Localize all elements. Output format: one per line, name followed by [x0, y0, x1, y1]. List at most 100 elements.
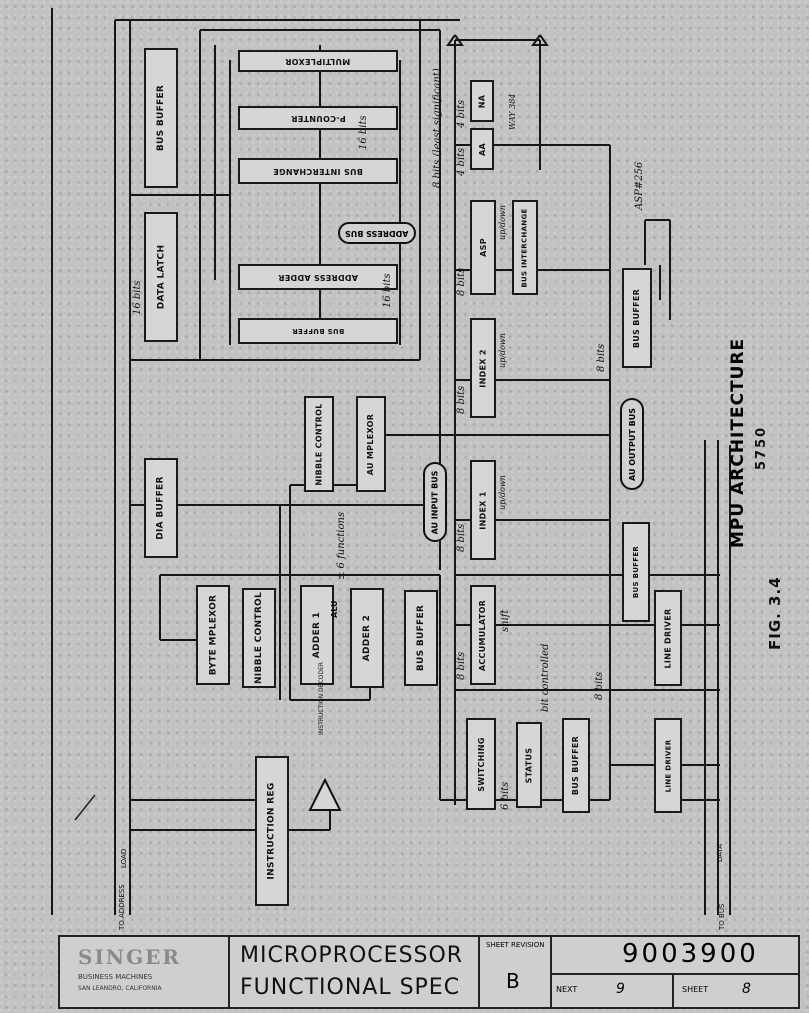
na-block: NA	[470, 80, 494, 122]
bus-buffer-top-block: BUS BUFFER	[144, 48, 178, 188]
byte-multiplexor-label: BYTE MPLEXOR	[208, 594, 219, 676]
annotation-4-bits-a: 4 bits	[456, 99, 467, 128]
au-input-bus-label: AU INPUT BUS	[430, 470, 440, 534]
annotation-bit-controlled: bit controlled	[540, 643, 551, 712]
p-counter-label: P-COUNTER	[290, 113, 346, 123]
line-driver-label: LINE DRIVER	[663, 608, 673, 668]
switching-label: SWITCHING	[476, 736, 486, 792]
company-name: SINGER	[78, 945, 182, 969]
annotation-up-down-b: up/down	[498, 333, 507, 368]
annotation-load: LOAD	[120, 848, 128, 868]
bus-interchange-top-block: BUS INTERCHANGE	[238, 158, 398, 184]
doc-title-line2: FUNCTIONAL SPEC	[240, 975, 461, 1000]
dia-buffer-block: DIA BUFFER	[144, 458, 178, 558]
annotation-8-bits-e: 8 bits	[594, 671, 605, 700]
asp-label: ASP	[478, 238, 488, 257]
company-cell: SINGER BUSINESS MACHINES SAN LEANDRO, CA…	[60, 937, 230, 1007]
annotation-to-address: TO ADDRESS	[118, 884, 126, 930]
annotation-way-384: WAY 384	[508, 93, 517, 130]
switching-block: SWITCHING	[466, 718, 496, 810]
annotation-least-significant: 8 bits (least significant)	[432, 68, 443, 188]
dia-buffer-label: DIA BUFFER	[156, 476, 166, 540]
bus-buffer-right2-label: BUS BUFFER	[632, 545, 641, 599]
index-2-block: INDEX 2	[470, 318, 496, 418]
accumulator-block: ACCUMULATOR	[470, 585, 496, 685]
annotation-data: DATA	[716, 843, 724, 862]
title-block: SINGER BUSINESS MACHINES SAN LEANDRO, CA…	[58, 935, 800, 1009]
annotation-16-bits-c: 16 bits	[382, 273, 393, 308]
revision-cell: SHEET REVISION B	[480, 937, 552, 1007]
company-location: SAN LEANDRO, CALIFORNIA	[78, 985, 162, 992]
line-driver-2-label: LINE DRIVER	[664, 739, 672, 792]
revision-label: SHEET REVISION	[486, 941, 545, 949]
annotation-6-bits: 6 bits	[500, 781, 511, 810]
nibble-control-left-block: NIBBLE CONTROL	[242, 588, 276, 688]
adder-1-block: ADDER 1	[300, 585, 334, 685]
bus-interchange-label: BUS INTERCHANGE	[521, 207, 529, 288]
address-bus-oval: ADDRESS BUS	[338, 222, 416, 244]
au-mplexor-block: AU MPLEXOR	[356, 396, 386, 492]
doc-title-line1: MICROPROCESSOR	[240, 943, 464, 968]
annotation-8-bits-a: 8 bits	[456, 267, 467, 296]
line-driver-2-block: LINE DRIVER	[654, 718, 682, 813]
adder-1-label: ADDER 1	[312, 611, 323, 659]
data-latch-label: DATA LATCH	[156, 244, 166, 310]
index-1-label: INDEX 1	[478, 490, 488, 530]
bus-buffer-right2-block: BUS BUFFER	[622, 522, 650, 622]
index-2-label: INDEX 2	[478, 348, 488, 388]
bus-buffer-upper-label: BUS BUFFER	[291, 327, 345, 335]
line-driver-block: LINE DRIVER	[654, 590, 682, 686]
bus-buffer-right-label: BUS BUFFER	[632, 288, 642, 348]
status-label: STATUS	[524, 747, 534, 783]
next-cell: NEXT 9	[552, 973, 674, 1007]
adder-2-label: ADDER 2	[362, 614, 373, 662]
figure-number: FIG. 3.4	[766, 576, 784, 650]
asp-block: ASP	[470, 200, 496, 295]
bus-buffer-low-block: BUS BUFFER	[562, 718, 590, 813]
figure-ref: 5750	[754, 425, 769, 470]
bus-buffer-upper-block: BUS BUFFER	[238, 318, 398, 344]
byte-multiplexor-block: BYTE MPLEXOR	[196, 585, 230, 685]
sheet-value: 8	[742, 981, 751, 997]
wiring-diagram	[51, 8, 731, 915]
annotation-16-bits-a: 16 bits	[132, 280, 143, 315]
revision-value: B	[506, 969, 520, 993]
annotation-4-bits-b: 4 bits	[456, 147, 467, 176]
adder-2-block: ADDER 2	[350, 588, 384, 688]
figure-title: MPU ARCHITECTURE	[728, 337, 748, 548]
figure-caption: MPU ARCHITECTURE	[728, 338, 748, 548]
annotation-alu: ALU	[330, 600, 339, 619]
accumulator-label: ACCUMULATOR	[478, 599, 488, 671]
annotation-8-bits-d: 8 bits	[456, 651, 467, 680]
au-mplexor-label: AU MPLEXOR	[366, 413, 376, 475]
annotation-to-bus: TO BUS	[718, 903, 726, 930]
sheet-label: SHEET	[682, 985, 709, 994]
annotation-asp-256: ASP#256	[634, 161, 645, 210]
aa-block: AA	[470, 128, 494, 170]
bus-buffer-top-label: BUS BUFFER	[156, 84, 167, 152]
address-bus-label: ADDRESS BUS	[345, 228, 409, 238]
instruction-reg-label: INSTRUCTION REG	[267, 782, 277, 880]
annotation-six-functions: ± 6 functions	[336, 511, 347, 580]
next-label: NEXT	[556, 985, 578, 994]
annotation-8-bits-c: 8 bits	[456, 523, 467, 552]
sheet-cell: SHEET 8	[672, 973, 798, 1007]
au-input-bus-oval: AU INPUT BUS	[423, 462, 447, 542]
address-adder-label: ADDRESS ADDER	[277, 272, 359, 282]
annotation-8-bits-b: 8 bits	[456, 385, 467, 414]
company-division: BUSINESS MACHINES	[78, 973, 153, 981]
doc-number: 9003900	[622, 939, 759, 969]
na-label: NA	[477, 94, 487, 108]
p-counter-block: P-COUNTER	[238, 106, 398, 130]
next-value: 9	[616, 981, 625, 997]
bus-interchange-top-label: BUS INTERCHANGE	[273, 166, 363, 176]
nibble-control-label: NIBBLE CONTROL	[314, 402, 324, 486]
au-output-bus-label: AU OUTPUT BUS	[627, 407, 637, 481]
annotation-up-down-c: up/down	[498, 475, 507, 510]
au-output-bus-oval: AU OUTPUT BUS	[620, 398, 644, 490]
title-cell: MICROPROCESSOR FUNCTIONAL SPEC	[230, 937, 480, 1007]
nibble-control-left-label: NIBBLE CONTROL	[254, 591, 264, 685]
data-latch-block: DATA LATCH	[144, 212, 178, 342]
annotation-16-bits-b: 16 bits	[358, 115, 369, 150]
